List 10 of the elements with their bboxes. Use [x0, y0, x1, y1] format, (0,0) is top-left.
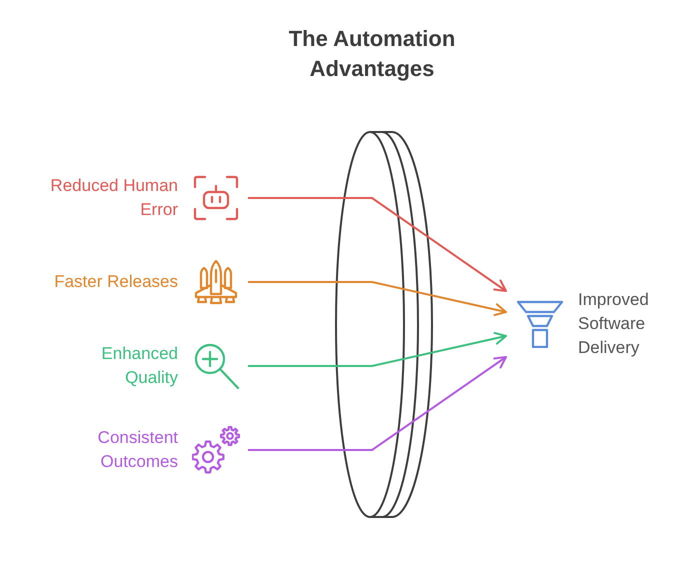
- arrow: [248, 356, 507, 451]
- title: The Automation Advantages: [288, 25, 456, 83]
- arrow: [248, 332, 507, 367]
- benefit-label: Reduced Human Error: [49, 175, 178, 221]
- arrow: [248, 197, 507, 292]
- benefit-label: Enhanced Quality: [100, 343, 178, 389]
- benefit-label: Consistent Outcomes: [96, 427, 178, 473]
- outcome-label: Improved Software Delivery: [578, 289, 650, 359]
- arrow: [248, 281, 507, 316]
- benefit-label: Faster Releases: [53, 271, 178, 293]
